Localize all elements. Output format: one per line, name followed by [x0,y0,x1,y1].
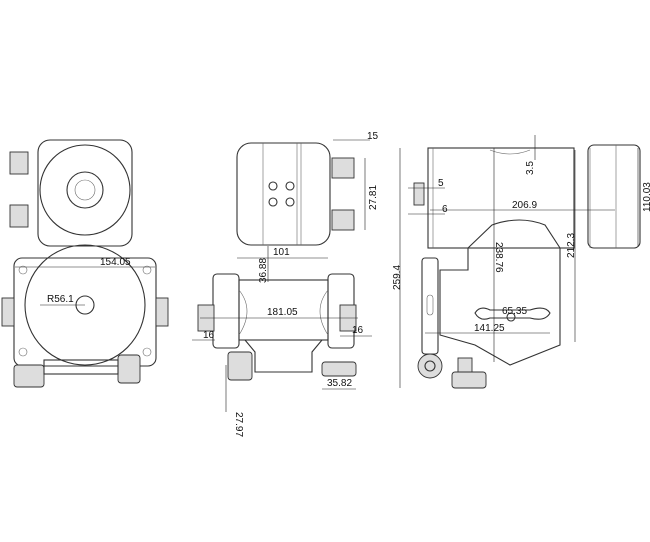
dim-overall-width: 181.05 [267,307,298,318]
dim-bracket-length: 141.25 [474,323,505,334]
adjust-knob [417,353,443,379]
dim-height-b: 238.76 [493,242,504,273]
dim-width: 154.05 [100,257,131,268]
front-view: 154.05 R56.1 [1,139,169,388]
dim-lip: 3.5 [525,161,536,175]
top-view: 3.5 5 6 206.9 110.03 212.3 238.76 259.4 … [392,135,650,389]
pump-casing [24,244,146,366]
dim-height-a: 212.3 [566,233,577,258]
motor-housing [37,139,133,247]
dim-foot-width: 35.82 [327,378,352,389]
dim-plate-b: 6 [442,204,448,215]
motor-housing [236,142,331,246]
dim-foot-height: 27.97 [233,412,244,437]
end-cap [587,144,641,249]
fitting [331,157,355,179]
dim-motor-offset: 36.88 [258,258,269,283]
dim-left-flange: 16 [203,330,215,341]
dim-body-length: 206.9 [512,200,537,211]
dim-right-flange: 16 [352,325,364,336]
dim-overall-height: 259.4 [392,265,403,290]
dim-slot-length: 65.35 [502,306,527,317]
side-view: 15 27.81 101 36.88 181.05 16 16 27.97 35… [192,131,379,437]
dim-plate-a: 5 [438,178,444,189]
fitting [9,151,29,175]
fitting [9,204,29,228]
pump-body [238,279,329,341]
adjust-slot [474,307,551,320]
motor-body [427,147,575,249]
dim-fitting-spacing: 27.81 [368,185,379,210]
dim-fitting-width: 15 [367,131,379,142]
mounting-bracket [439,219,561,366]
motor-shaft-hub [66,171,104,209]
terminal-block [413,182,425,206]
dim-cap-diameter: 110.03 [642,182,650,212]
dim-motor-length: 101 [273,247,290,258]
fitting [331,209,355,231]
pump-body [13,257,157,367]
dim-radius: R56.1 [47,294,74,305]
motor-face [39,144,131,236]
